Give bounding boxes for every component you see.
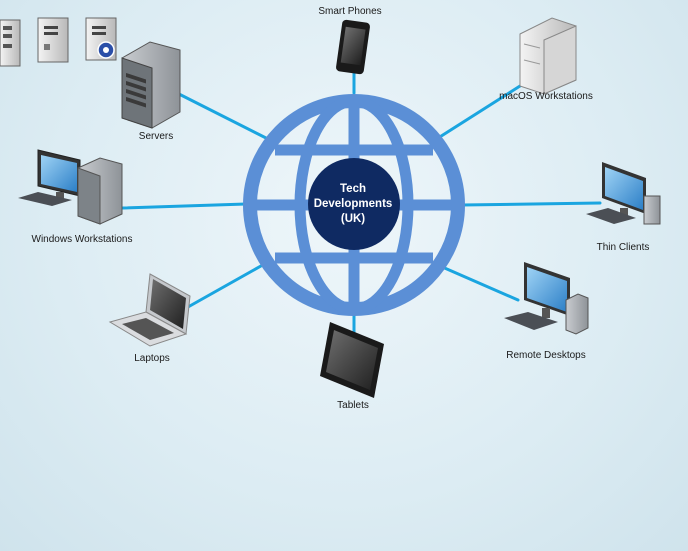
connector-windows <box>121 202 248 210</box>
laptop-icon <box>108 273 191 347</box>
secure-server-icon <box>85 17 117 61</box>
hub-title-line: Developments <box>313 197 393 210</box>
thin-client-icon <box>586 162 661 225</box>
laptops-label: Laptops <box>134 353 170 364</box>
connector-laptops <box>186 260 270 309</box>
windows-workstation-icon <box>18 149 123 225</box>
thin-clients-label: Thin Clients <box>596 242 650 253</box>
hub-node <box>308 158 400 250</box>
connector-remote-desktops <box>438 264 520 302</box>
hub-title-line: Tech <box>340 182 366 195</box>
tablet-icon <box>320 322 384 398</box>
server-rack-icon <box>0 19 21 67</box>
hub-title: Tech Developments (UK) <box>309 164 397 244</box>
macos-workstations-label: macOS Workstations <box>499 91 593 102</box>
tablets-label: Tablets <box>337 400 369 411</box>
remote-desktop-icon <box>504 262 589 335</box>
windows-workstations-label: Windows Workstations <box>31 234 133 245</box>
connector-servers <box>173 90 272 142</box>
server-tower-icon <box>37 17 69 63</box>
smart-phone-icon <box>336 19 370 75</box>
mac-pro-icon <box>519 17 577 95</box>
connector-thin-clients <box>460 201 602 207</box>
connector-macos <box>433 84 522 142</box>
hub-title-line: (UK) <box>340 212 366 225</box>
smart-phones-label: Smart Phones <box>318 6 382 17</box>
remote-desktops-label: Remote Desktops <box>506 350 586 361</box>
server-icon <box>121 41 181 129</box>
servers-label: Servers <box>138 131 174 142</box>
connector-lines <box>121 68 602 336</box>
